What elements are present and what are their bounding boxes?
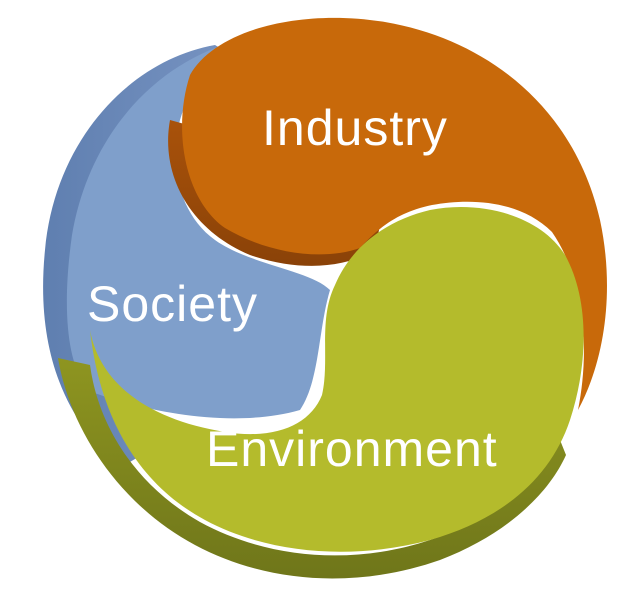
industry-segment bbox=[168, 17, 607, 411]
society-segment-face bbox=[66, 40, 330, 419]
environment-label: Environment bbox=[206, 421, 498, 477]
environment-segment-side bbox=[58, 358, 566, 579]
industry-segment-face bbox=[182, 17, 607, 411]
environment-segment bbox=[58, 207, 584, 579]
society-label: Society bbox=[87, 276, 258, 332]
industry-label: Industry bbox=[262, 100, 448, 156]
industry-segment-side bbox=[168, 120, 380, 266]
environment-segment-face bbox=[90, 207, 584, 552]
society-segment bbox=[43, 40, 330, 468]
